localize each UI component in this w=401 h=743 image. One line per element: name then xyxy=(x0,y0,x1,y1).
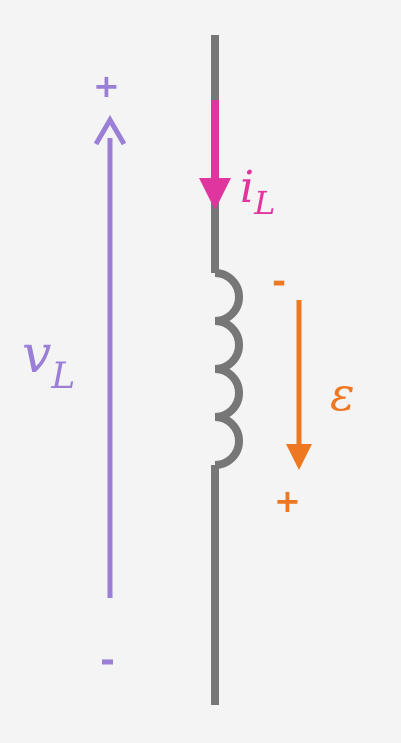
voltage-arrowhead-icon xyxy=(93,115,127,146)
inductor-coil-icon xyxy=(214,269,243,469)
voltage-plus-sign: + xyxy=(93,67,120,105)
emf-label: ε xyxy=(330,367,355,421)
current-label: iL xyxy=(240,162,275,222)
emf-minus-sign: - xyxy=(272,262,286,302)
emf-indicator: - + ε xyxy=(272,262,355,520)
current-arrowhead-icon xyxy=(199,178,231,210)
current-indicator: iL xyxy=(199,100,275,222)
emf-arrowhead-icon xyxy=(286,444,312,470)
voltage-indicator: + - vL xyxy=(22,67,127,681)
current-subscript: L xyxy=(253,184,275,222)
voltage-label: vL xyxy=(22,325,75,397)
emf-plus-sign: + xyxy=(274,482,301,520)
voltage-subscript: L xyxy=(50,356,75,397)
voltage-minus-sign: - xyxy=(100,640,115,681)
voltage-symbol: v xyxy=(22,325,51,385)
current-symbol: i xyxy=(240,162,254,213)
